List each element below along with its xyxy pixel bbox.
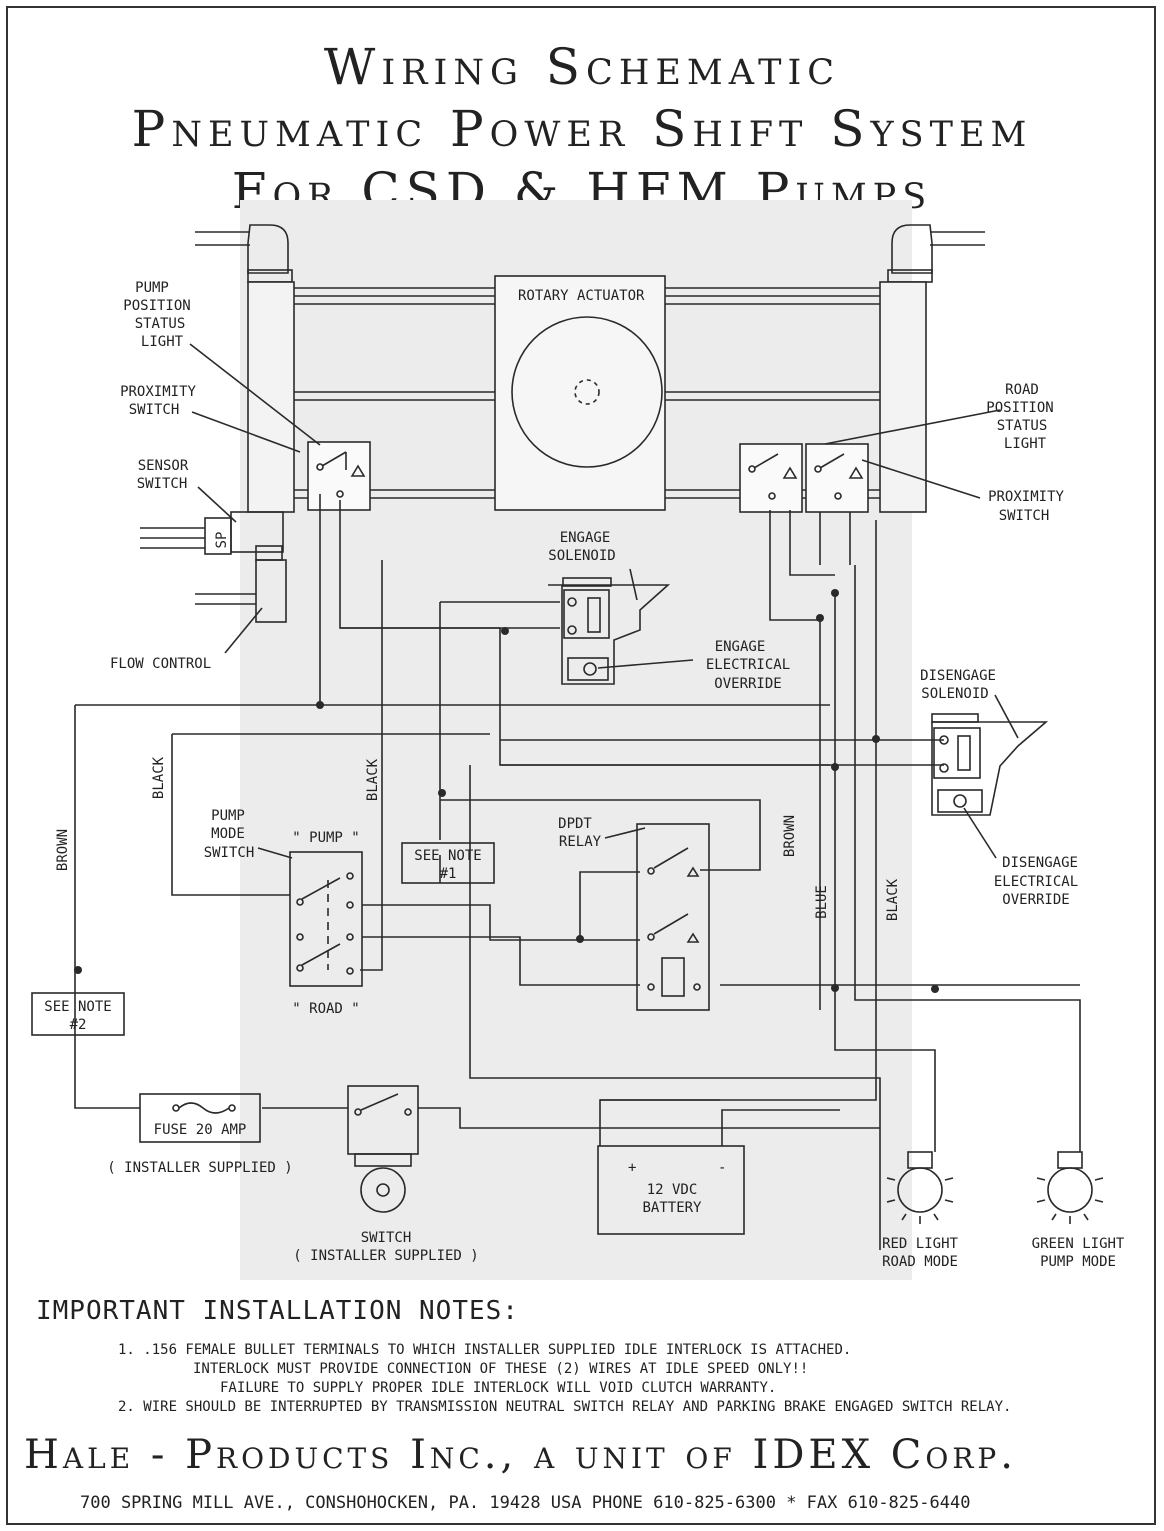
label-pump-mode-3: SWITCH xyxy=(204,845,255,861)
company-address: 700 SPRING MILL AVE., CONSHOHOCKEN, PA. … xyxy=(80,1493,971,1513)
note-2: 2. WIRE SHOULD BE INTERRUPTED BY TRANSMI… xyxy=(118,1399,1012,1415)
label-engage-override-2: ELECTRICAL xyxy=(706,657,790,673)
label-engage-solenoid-2: SOLENOID xyxy=(548,548,615,564)
company-name: Hale - Products Inc., a unit of IDEX Cor… xyxy=(24,1432,1017,1478)
label-wire-blue: BLUE xyxy=(814,885,830,919)
key-switch-body xyxy=(347,1085,419,1213)
label-green-light-1: GREEN LIGHT xyxy=(1032,1236,1125,1252)
label-road-position-3: STATUS xyxy=(997,418,1048,434)
rotary-actuator xyxy=(494,275,666,511)
see-note-1-box xyxy=(401,842,495,884)
label-battery-2: BATTERY xyxy=(642,1200,702,1216)
disengage-solenoid-body xyxy=(931,713,1049,816)
note-1-line-a: 1. .156 FEMALE BULLET TERMINALS TO WHICH… xyxy=(118,1342,852,1358)
label-red-light-2: ROAD MODE xyxy=(882,1254,958,1270)
wires xyxy=(74,494,1081,1250)
label-engage-solenoid-1: ENGAGE xyxy=(560,530,611,546)
leader-lines xyxy=(189,343,1019,859)
label-engage-override-3: OVERRIDE xyxy=(714,676,781,692)
label-switch-2: ( INSTALLER SUPPLIED ) xyxy=(293,1248,478,1264)
proximity-switch-right-a-box xyxy=(739,443,803,513)
sensor-switch-body xyxy=(140,511,287,623)
label-proximity-right-2: SWITCH xyxy=(999,508,1050,524)
dpdt-relay-body xyxy=(636,823,710,1011)
green-light-bulb xyxy=(1036,1151,1104,1224)
battery-body xyxy=(597,1145,745,1235)
label-wire-black-left: BLACK xyxy=(151,756,167,799)
label-proximity-left-2: SWITCH xyxy=(129,402,180,418)
label-see-note-2-a: SEE NOTE xyxy=(44,999,111,1015)
label-wire-black-mid: BLACK xyxy=(365,758,381,801)
label-wire-brown-left: BROWN xyxy=(55,829,71,871)
label-disengage-solenoid-1: DISENGAGE xyxy=(920,668,996,684)
label-battery-plus: + xyxy=(628,1160,636,1176)
label-disengage-override-2: ELECTRICAL xyxy=(994,874,1078,890)
page-border xyxy=(6,6,1156,1525)
label-wire-black-right: BLACK xyxy=(885,878,901,921)
label-pump-position-1: PUMP xyxy=(135,280,169,296)
fuse-body xyxy=(139,1093,261,1143)
label-proximity-left-1: PROXIMITY xyxy=(120,384,196,400)
label-engage-override-1: ENGAGE xyxy=(715,639,766,655)
label-pump-position-2: POSITION xyxy=(123,298,190,314)
label-pump-position-4: LIGHT xyxy=(141,334,184,350)
title-line-2: Pneumatic Power Shift System xyxy=(131,100,1033,158)
label-fuse: FUSE 20 AMP xyxy=(154,1122,247,1138)
label-sensor-switch-2: SWITCH xyxy=(137,476,188,492)
notes-heading: IMPORTANT INSTALLATION NOTES: xyxy=(36,1296,519,1326)
label-road-position-1: ROAD xyxy=(1005,382,1039,398)
label-sensor-switch-1: SENSOR xyxy=(138,458,189,474)
title-line-1: Wiring Schematic xyxy=(323,38,841,96)
label-road-position-4: LIGHT xyxy=(1004,436,1047,452)
label-wire-brown-right: BROWN xyxy=(782,815,798,857)
proximity-switch-right-b-box xyxy=(805,443,869,513)
label-pump-mode-2: MODE xyxy=(211,826,245,842)
label-red-light-1: RED LIGHT xyxy=(882,1236,958,1252)
label-rotary-actuator: ROTARY ACTUATOR xyxy=(518,288,645,304)
engage-solenoid-body xyxy=(548,577,671,685)
note-1-line-c: FAILURE TO SUPPLY PROPER IDLE INTERLOCK … xyxy=(220,1380,777,1396)
label-green-light-2: PUMP MODE xyxy=(1040,1254,1116,1270)
proximity-switch-left-box xyxy=(307,441,371,511)
label-disengage-override-3: OVERRIDE xyxy=(1002,892,1069,908)
label-dpdt-1: DPDT xyxy=(558,816,592,832)
cylinder-assembly xyxy=(247,275,927,513)
label-pump-position: " PUMP " xyxy=(292,830,359,846)
label-pump-position-3: STATUS xyxy=(135,316,186,332)
see-note-2-box xyxy=(31,992,125,1036)
pump-mode-switch-body xyxy=(289,851,363,987)
label-sp: SP xyxy=(214,532,230,549)
label-see-note-1-a: SEE NOTE xyxy=(414,848,481,864)
actuator-disc xyxy=(511,316,663,468)
red-light-bulb xyxy=(886,1151,954,1224)
label-dpdt-2: RELAY xyxy=(559,834,602,850)
label-road-position: " ROAD " xyxy=(292,1001,359,1017)
label-proximity-right-1: PROXIMITY xyxy=(988,489,1064,505)
label-battery-minus: - xyxy=(718,1160,726,1176)
label-see-note-1-b: #1 xyxy=(440,866,457,882)
label-pump-mode-1: PUMP xyxy=(211,808,245,824)
label-battery-1: 12 VDC xyxy=(647,1182,698,1198)
label-disengage-solenoid-2: SOLENOID xyxy=(921,686,988,702)
label-installer-supplied: ( INSTALLER SUPPLIED ) xyxy=(107,1160,292,1176)
label-see-note-2-b: #2 xyxy=(70,1017,87,1033)
junction-dots xyxy=(74,589,939,993)
label-disengage-override-1: DISENGAGE xyxy=(1002,855,1078,871)
label-road-position-2: POSITION xyxy=(986,400,1053,416)
label-switch-1: SWITCH xyxy=(361,1230,412,1246)
label-flow-control: FLOW CONTROL xyxy=(110,656,211,672)
note-1-line-b: INTERLOCK MUST PROVIDE CONNECTION OF THE… xyxy=(193,1361,809,1377)
